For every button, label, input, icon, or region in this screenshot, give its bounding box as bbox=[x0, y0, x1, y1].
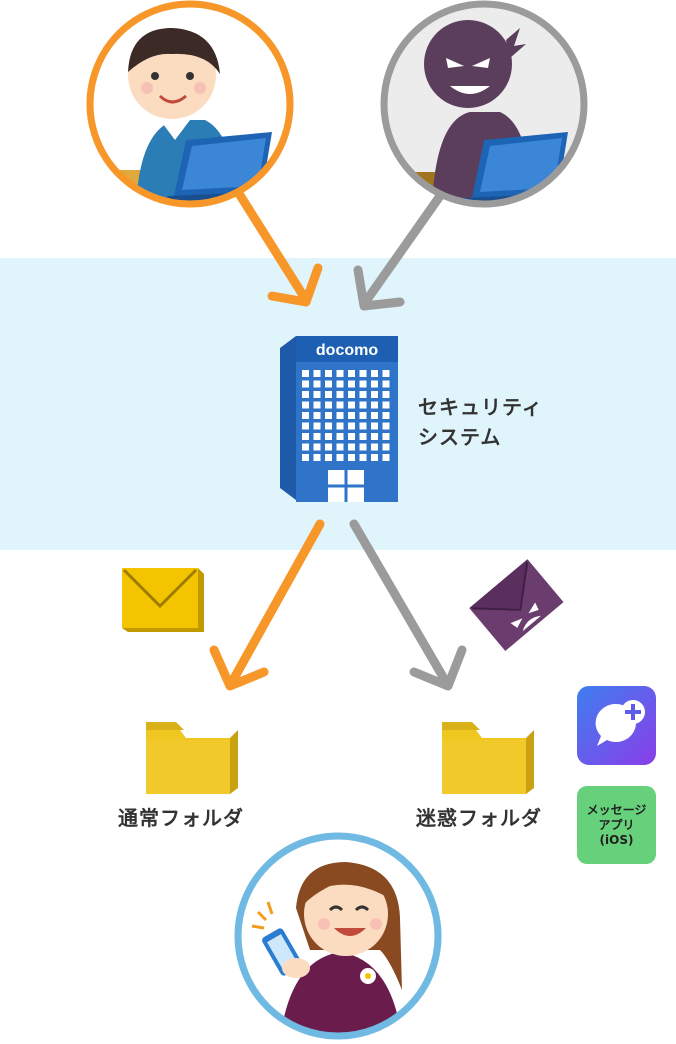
building-window bbox=[371, 391, 378, 398]
building-window bbox=[302, 370, 309, 377]
building-window bbox=[325, 370, 332, 377]
building-window bbox=[313, 433, 321, 440]
building-window bbox=[302, 401, 309, 409]
building-window bbox=[382, 443, 390, 451]
building-sign: docomo bbox=[316, 342, 378, 359]
building-window bbox=[302, 422, 309, 430]
building-window bbox=[371, 422, 378, 430]
building-window bbox=[348, 370, 355, 377]
building-window bbox=[325, 422, 332, 430]
building-window bbox=[336, 443, 344, 451]
building-window bbox=[336, 433, 344, 440]
building-window bbox=[382, 454, 390, 461]
building-window bbox=[371, 454, 378, 461]
building-window bbox=[359, 412, 367, 419]
building-window bbox=[302, 443, 309, 451]
building-window bbox=[371, 401, 378, 409]
building-window bbox=[313, 422, 321, 430]
building-window bbox=[302, 391, 309, 398]
building-window bbox=[313, 370, 321, 377]
mail-envelope-icon bbox=[122, 568, 204, 632]
spam-envelope-icon bbox=[469, 559, 564, 651]
building-window bbox=[325, 412, 332, 419]
arrow-to-normal-folder bbox=[209, 519, 325, 691]
building-window bbox=[371, 412, 378, 419]
normal-folder-label: 通常フォルダ bbox=[118, 806, 244, 830]
building-window bbox=[382, 370, 390, 377]
building-window bbox=[382, 422, 390, 430]
building-window bbox=[325, 433, 332, 440]
building-window bbox=[325, 454, 332, 461]
building-window bbox=[382, 391, 390, 398]
building-window bbox=[348, 412, 355, 419]
recipient-avatar bbox=[234, 832, 442, 1040]
building-window bbox=[302, 454, 309, 461]
building-window bbox=[325, 380, 332, 388]
building-window bbox=[336, 401, 344, 409]
docomo-building-icon: docomo bbox=[280, 336, 398, 502]
building-window bbox=[382, 433, 390, 440]
building-window bbox=[325, 401, 332, 409]
building-window bbox=[348, 380, 355, 388]
building-window bbox=[348, 391, 355, 398]
building-window bbox=[382, 380, 390, 388]
security-system-line2: システム bbox=[418, 425, 502, 449]
badge-line2: アプリ bbox=[598, 817, 635, 832]
security-system-line1: セキュリティ bbox=[418, 395, 543, 419]
building-window bbox=[325, 443, 332, 451]
message-app-icon[interactable] bbox=[577, 686, 656, 765]
building-window bbox=[359, 380, 367, 388]
building-window bbox=[371, 380, 378, 388]
building-window bbox=[359, 370, 367, 377]
building-window bbox=[336, 412, 344, 419]
building-window bbox=[359, 454, 367, 461]
building-window bbox=[371, 443, 378, 451]
building-window bbox=[313, 454, 321, 461]
badge-line3: (iOS) bbox=[599, 832, 634, 847]
building-window bbox=[313, 391, 321, 398]
building-window bbox=[325, 391, 332, 398]
spam-folder-label: 迷惑フォルダ bbox=[416, 806, 542, 830]
building-window bbox=[336, 380, 344, 388]
malicious-sender-avatar bbox=[380, 0, 588, 208]
arrow-legit-to-security bbox=[233, 187, 323, 307]
arrow-malicious-to-security bbox=[353, 191, 445, 311]
building-window bbox=[313, 380, 321, 388]
building-window bbox=[359, 422, 367, 430]
building-window bbox=[371, 433, 378, 440]
building-window bbox=[348, 443, 355, 451]
building-window bbox=[359, 443, 367, 451]
normal-folder-icon bbox=[146, 722, 238, 794]
building-window bbox=[382, 401, 390, 409]
legit-sender-avatar bbox=[86, 0, 294, 208]
building-window bbox=[302, 433, 309, 440]
building-window bbox=[302, 412, 309, 419]
security-system-label: セキュリティ システム bbox=[418, 392, 543, 452]
arrow-to-spam-folder bbox=[349, 519, 467, 691]
badge-line1: メッセージ bbox=[586, 802, 647, 817]
building-window bbox=[348, 422, 355, 430]
building-window bbox=[348, 433, 355, 440]
building-window bbox=[359, 391, 367, 398]
building-window bbox=[313, 401, 321, 409]
building-window bbox=[302, 380, 309, 388]
building-window bbox=[336, 370, 344, 377]
building-window bbox=[359, 433, 367, 440]
building-window bbox=[359, 401, 367, 409]
building-window bbox=[371, 370, 378, 377]
building-window bbox=[336, 454, 344, 461]
building-window bbox=[382, 412, 390, 419]
building-window bbox=[336, 422, 344, 430]
building-window bbox=[348, 454, 355, 461]
building-window bbox=[313, 443, 321, 451]
building-window bbox=[336, 391, 344, 398]
spam-folder-icon bbox=[442, 722, 534, 794]
building-window bbox=[313, 412, 321, 419]
building-window bbox=[348, 401, 355, 409]
message-app-badge[interactable]: メッセージ アプリ (iOS) bbox=[577, 786, 656, 864]
